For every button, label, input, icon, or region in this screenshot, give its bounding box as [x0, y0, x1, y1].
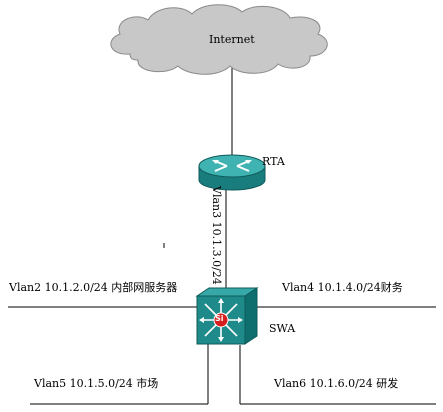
- vlan2-label: Vlan2 10.1.2.0/24 内部网服务器: [9, 281, 178, 294]
- router-label: RTA: [262, 155, 285, 168]
- router-icon: [198, 154, 266, 191]
- vlan3-label: Vlan3 10.1.3.0/24: [210, 186, 223, 285]
- vlan5-label: Vlan5 10.1.5.0/24 市场: [34, 377, 159, 390]
- vlan6-label: Vlan6 10.1.6.0/24 研发: [274, 377, 399, 390]
- switch-icon: [195, 287, 259, 345]
- switch-symbol: Si: [215, 314, 224, 323]
- internet-cloud-icon: [110, 4, 328, 75]
- internet-label: Internet: [209, 33, 255, 46]
- vlan4-label: Vlan4 10.1.4.0/24财务: [282, 281, 403, 294]
- switch-label: SWA: [269, 322, 296, 335]
